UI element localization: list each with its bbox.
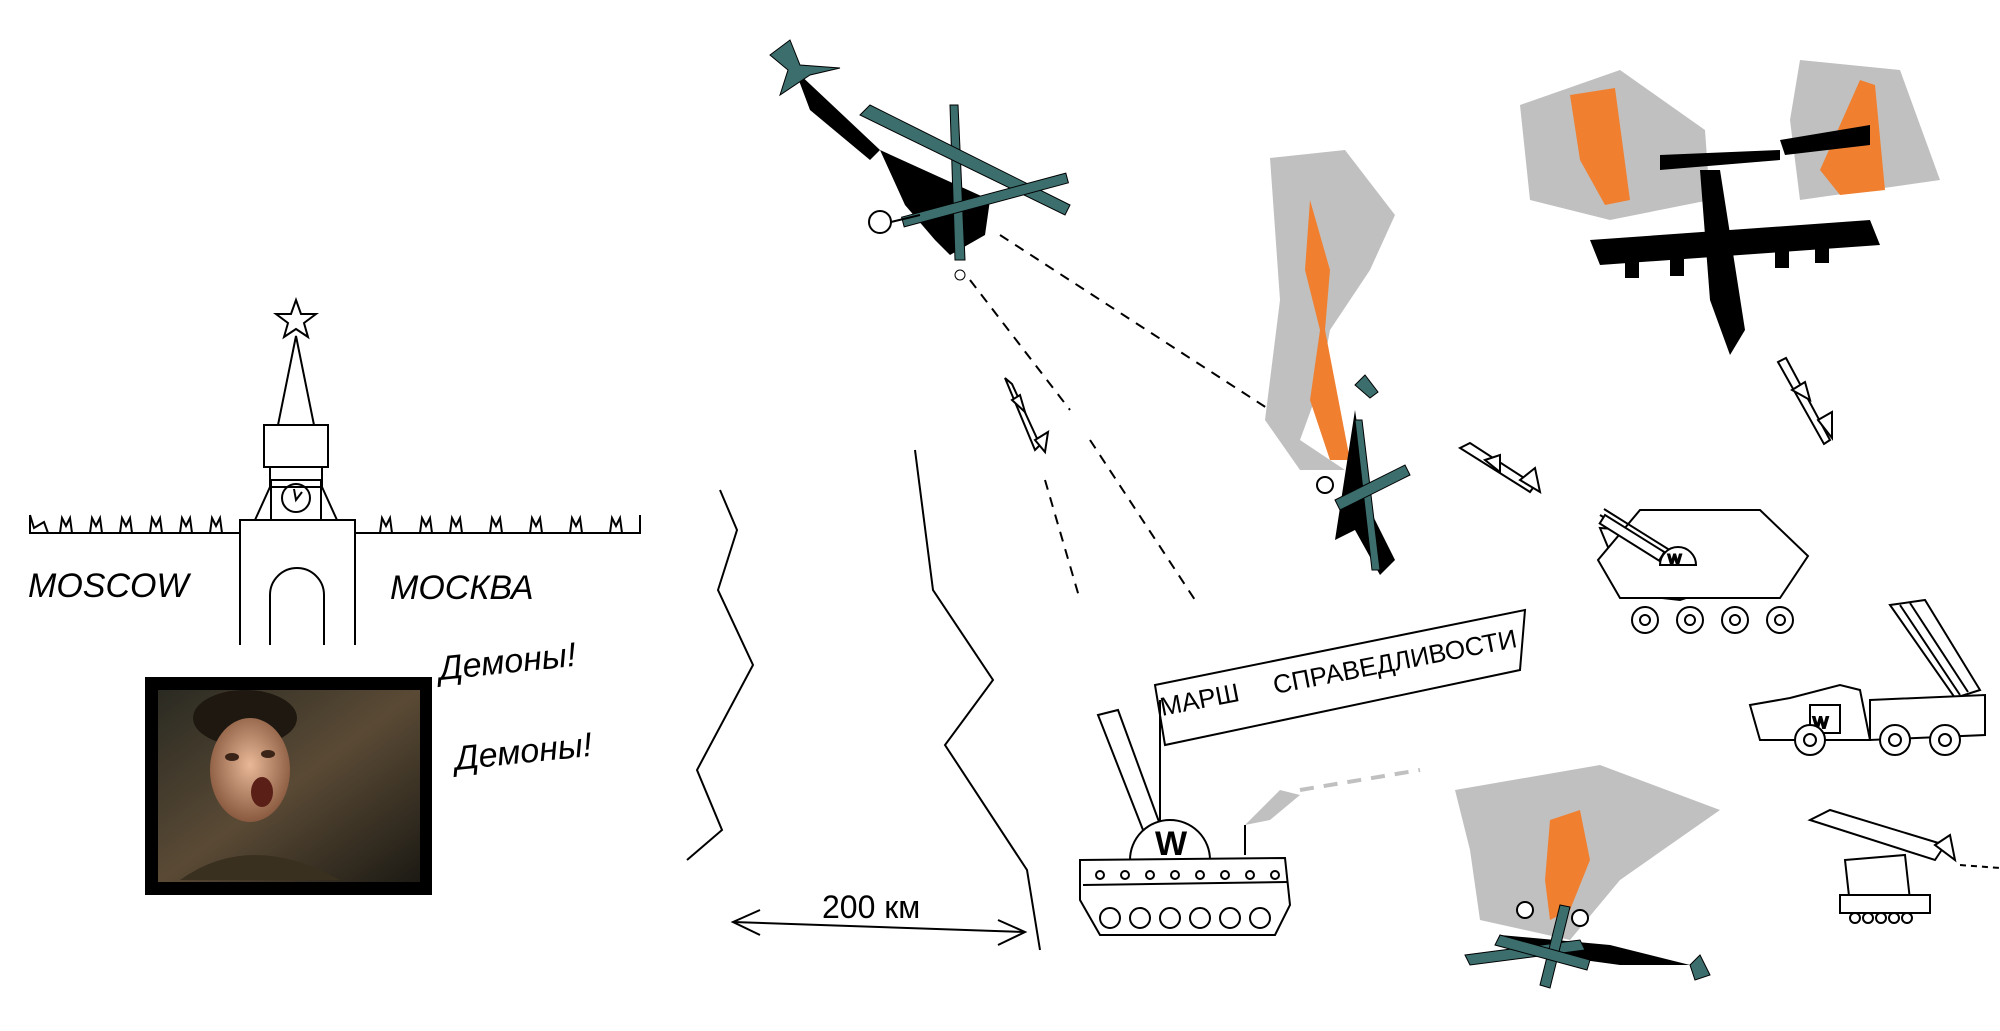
demons-text-2: Демоны! [449,726,595,779]
burning-helicopter [1265,150,1411,575]
distance-arrow [730,909,1028,946]
rocket-launcher-truck-icon [1807,808,2000,924]
helicopter-icon [769,39,1071,281]
moscow-ru-label: МОСКВА [390,569,534,607]
clock-icon [281,483,311,513]
shell-smoke-trail [1245,768,1421,825]
moscow-en-label: MOSCOW [28,567,191,605]
star-icon [273,297,319,340]
tank-icon [1079,608,1527,936]
distance-label: 200 км [822,889,920,925]
rocket-launcher-truck-icon: W [1748,598,1986,756]
front-line-left [686,489,755,861]
front-line-right [914,449,1041,951]
missile-icon [1776,356,1833,446]
fire-trajectory [969,234,1271,601]
demons-text-1: Демоны! [433,636,579,689]
burning-helicopter [1455,765,1720,989]
missile-icon [1004,377,1050,455]
apc-emblem: W [1668,551,1682,567]
missile-icon [1457,441,1542,495]
kremlin-tower-icon [29,297,641,645]
transport-plane-icon [1520,60,1940,355]
apc-icon: W [1596,508,1810,634]
tank-emblem: W [1155,825,1188,863]
portrait-photo [145,677,432,895]
